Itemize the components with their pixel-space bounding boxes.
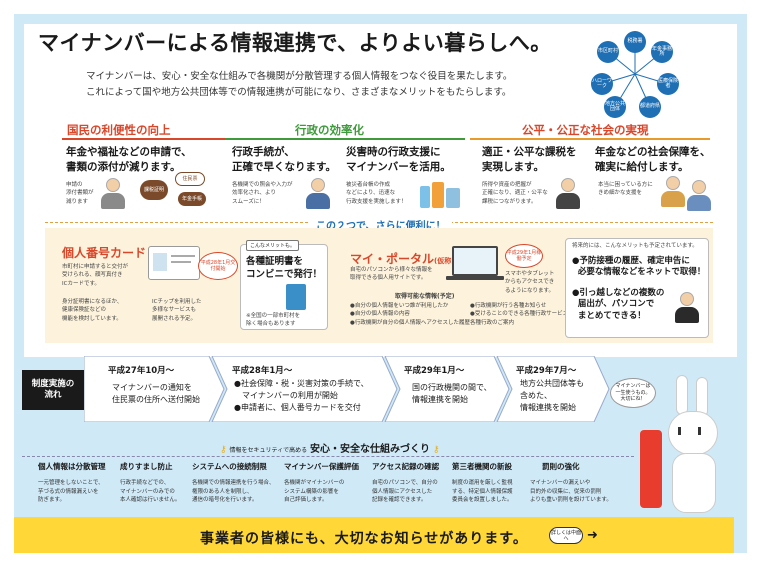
benefit-heading: 適正・公平な課税を実現します。 (482, 146, 577, 174)
security-column-head: 第三者機関の新設 (452, 462, 512, 471)
security-column-text: 各機関での情報連携を行う場合、権限のある人を制限し、通信の暗号化を行います。 (192, 480, 275, 504)
portal-info-right: ●行政機関が行う各種お知らせ ●受けることのできる各種行政サービス 各種行政のご… (470, 303, 569, 326)
document-badge: 年金手帳 (178, 192, 206, 206)
section-title-efficiency: 行政の効率化 (295, 123, 364, 137)
security-column-text: 各機関がマイナンバーのシステム構築の影響を自己評価します。 (284, 480, 345, 504)
document-badge: 課税証明 (140, 180, 168, 200)
kiosk-icon (286, 284, 306, 310)
timeline-text: 国の行政機関の間で、情報連携を開始 (412, 383, 492, 404)
timeline-date: 平成29年1月〜 (404, 366, 465, 376)
section-underline (62, 138, 234, 140)
timeline-text: マイナンバーの通知を住民票の住所へ送付開始 (112, 383, 200, 404)
security-column-head: 罰則の強化 (542, 462, 580, 471)
card-merit-1: 身分証明書になるほか、健康保険証などの機能を検討しています。 (62, 299, 123, 322)
security-column-text: 一元管理をしないことで、芋づる式の情報漏えいを防ぎます。 (38, 480, 104, 504)
elderly-person-illustration (100, 178, 126, 210)
portal-device-note: スマホやタブレットからもアクセスできるようになります。 (505, 271, 555, 294)
convenience-title: 各種証明書をコンビニで発行！ (246, 256, 323, 280)
family-illustration (674, 292, 700, 324)
intro-line-2: これによって国や地方公共団体等での情報連携が可能になり、さまざまなメリットをもた… (86, 87, 512, 98)
key-icon: ⚷ (432, 445, 440, 455)
mascot-speech-bubble: マイナンバーは一生使うもの。大切にね！ (610, 378, 656, 408)
disaster-supplies-illustration (420, 178, 464, 210)
mascot-illustration (660, 375, 722, 515)
timeline-head: 制度実施の流れ (22, 370, 84, 410)
network-node: 市区町村 (597, 41, 619, 63)
portal-section-title: マイ・ポータル(仮称) (350, 252, 455, 266)
card-start-bubble: 平成28年1月交付開始 (198, 252, 238, 280)
more-info-button[interactable]: 詳しくは中面へ (549, 527, 583, 544)
network-node: 年金事務所 (651, 41, 673, 63)
future-item-1: ●予防接種の履歴、確定申告に 必要な情報などをネットで取得！ (572, 256, 706, 278)
network-node: 地方公共団体 (604, 96, 626, 118)
footer-banner (14, 517, 734, 553)
network-diagram: 税務署 年金事務所 医療保険者 都道府県 地方公共団体 ハローワーク 市区町村 (590, 31, 680, 118)
security-column-head: アクセス記録の確認 (372, 462, 440, 471)
page-title: マイナンバーによる情報連携で、よりよい暮らしへ。 (38, 31, 552, 55)
timeline-text: 地方公共団体等も含めた、情報連携を開始 (520, 379, 584, 412)
section-underline (225, 138, 465, 140)
security-column-text: 制度の運用を厳しく監視する、特定個人情報保護委員会を設置しました。 (452, 480, 513, 504)
timeline-date: 平成29年7月〜 (516, 366, 577, 376)
portal-info-left: ●自分の個人情報をいつ誰が利用したか ●自分の個人情報の内容 ●行政機関が自分の… (350, 303, 471, 326)
laptop-base (446, 276, 504, 280)
convenience-desc: ※全国の一部市町村を除く場合もあります (246, 313, 301, 328)
number-one-figure (640, 430, 662, 508)
elderly-couple-illustration (686, 180, 712, 212)
security-title: ⚷ 情報をセキュリティで高める 安心・安全な仕組みづくり ⚷ (220, 444, 440, 455)
benefit-heading: 年金や福祉などの申請で、書類の添付が減ります。 (66, 146, 192, 174)
section-title-convenience: 国民の利便性の向上 (67, 123, 171, 137)
intro-line-1: マイナンバーは、安心・安全な仕組みで各機関が分散管理する個人情報をつなぐ役目を果… (86, 71, 513, 82)
benefit-note: 申請の添付書類が減ります (66, 182, 94, 205)
security-column-head: 成りすまし防止 (120, 462, 173, 471)
document-badge: 住民票 (175, 172, 205, 186)
network-node: ハローワーク (591, 73, 613, 95)
future-item-2: ●引っ越しなどの複数の 届出が、パソコンで まとめてできる！ (572, 288, 665, 321)
card-section-title: 個人番号カード (62, 246, 147, 260)
timeline-arrows (84, 356, 610, 422)
convenience-tag: こんなメリットも。 (246, 240, 300, 251)
network-node: 医療保険者 (657, 73, 679, 95)
portal-start-bubble: 平成29年1月稼働予定 (505, 244, 543, 268)
benefit-note: 所得や資産の把握が正確になり、適正・公平な課税につながります。 (482, 182, 548, 205)
benefit-heading: 行政手続が、正確で早くなります。 (232, 146, 336, 174)
network-node: 税務署 (624, 31, 646, 53)
laptop-icon (452, 246, 498, 276)
worker-illustration (305, 178, 331, 210)
security-column-text: マイナンバーの漏えいや目的外の収集に、従来の罰則よりも重い罰則を設けています。 (530, 480, 612, 504)
security-column-text: 行政手続などでの、マイナンバーのみでの本人確認は行いません。 (120, 480, 181, 504)
security-column-head: マイナンバー保護評価 (284, 462, 359, 471)
id-card-illustration (148, 246, 200, 280)
portal-info-title: 取得可能な情報(予定) (395, 293, 455, 300)
section-underline (470, 138, 710, 140)
future-note: 将来的には、こんなメリットも予定されています。 (572, 243, 698, 249)
security-column-head: システムへの接続制限 (192, 462, 267, 471)
timeline-date: 平成28年1月〜 (232, 366, 293, 376)
arrow-right-icon: ➜ (587, 528, 598, 543)
footer-text: 事業者の皆様にも、大切なお知らせがあります。 (200, 531, 528, 547)
benefit-note: 被災者台帳の作成などにより、迅速な行政支援を実施します！ (346, 182, 407, 205)
portal-desc: 自宅のパソコンから様々な情報を取得できる個人用サイトです。 (350, 267, 433, 282)
elderly-couple-illustration (660, 176, 686, 208)
section-title-fairness: 公平・公正な社会の実現 (522, 123, 649, 137)
key-icon: ⚷ (220, 445, 227, 455)
security-column-text: 自宅のパソコンで、自分の個人情報にアクセスした記録を確認できます。 (372, 480, 438, 504)
benefit-heading: 年金などの社会保障を、確実に給付します。 (595, 146, 711, 174)
card-merit-2: ICチップを利用した多様なサービスも展開される予定。 (152, 299, 202, 322)
timeline-date: 平成27年10月〜 (108, 366, 175, 376)
network-node: 都道府県 (639, 96, 661, 118)
security-divider (22, 456, 634, 457)
benefit-note: 各機関での照会や入力が効率化され、よりスムーズに！ (232, 182, 293, 205)
timeline-text: ●社会保障・税・災害対策の手続で、 マイナンバーの利用が開始●申請者に、個人番号… (234, 379, 369, 412)
taxpayer-illustration (555, 178, 581, 210)
benefit-note: 本当に困っている方にきめ細かな支援を (598, 182, 653, 197)
security-column-head: 個人情報は分散管理 (38, 462, 106, 471)
benefit-heading: 災害時の行政支援にマイナンバーを活用。 (346, 146, 451, 174)
